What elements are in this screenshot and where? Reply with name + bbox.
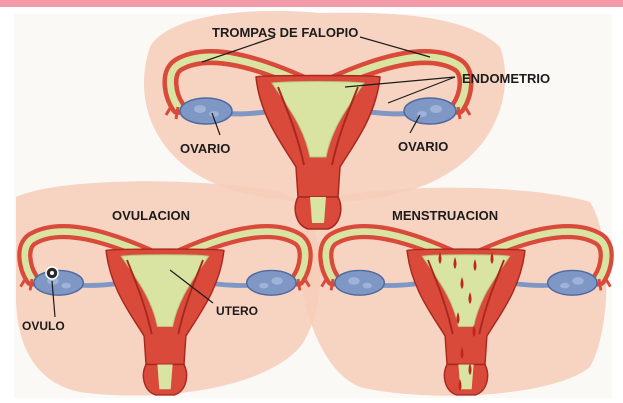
label-endometrium: ENDOMETRIO xyxy=(462,71,550,86)
label-menstruation: MENSTRUACION xyxy=(392,208,498,223)
label-ovary-right: OVARIO xyxy=(398,139,448,154)
label-ovulation: OVULACION xyxy=(112,208,190,223)
diagram-canvas: TROMPAS DE FALOPIO ENDOMETRIO OVARIO OVA… xyxy=(0,7,623,403)
label-ovum: OVULO xyxy=(22,319,65,333)
label-ovary-left: OVARIO xyxy=(180,141,230,156)
top-accent-bar xyxy=(0,0,623,7)
label-uterus: UTERO xyxy=(216,304,258,318)
label-fallopian-tubes: TROMPAS DE FALOPIO xyxy=(212,25,358,40)
